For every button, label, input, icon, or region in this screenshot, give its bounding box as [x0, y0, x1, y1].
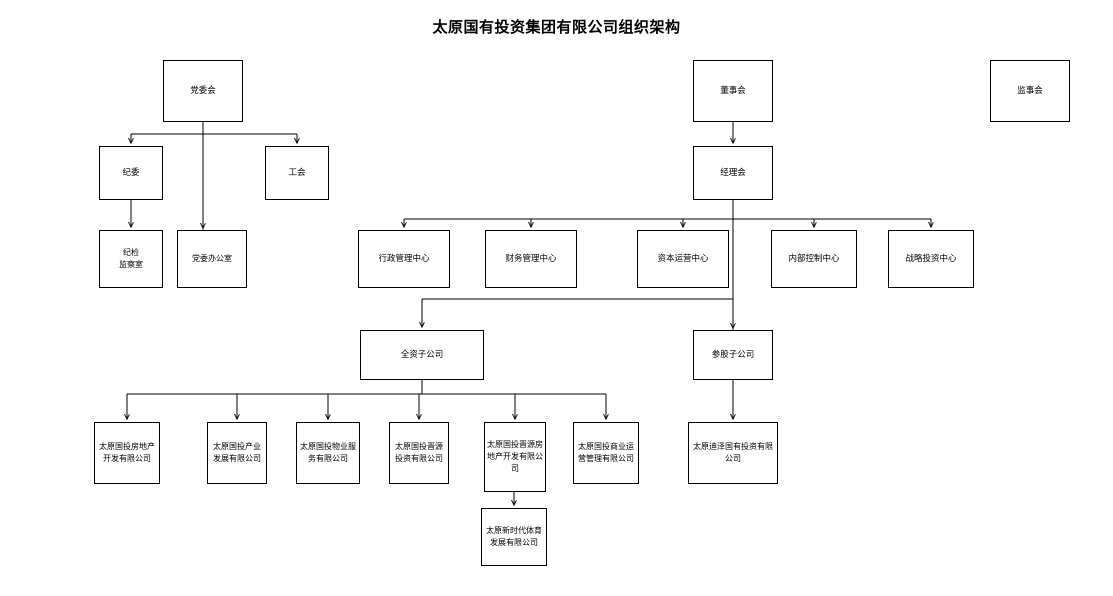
node-label: 太原国投物业服务有限公司: [300, 442, 356, 463]
node-labor-union[interactable]: 工会: [265, 146, 329, 200]
node-label: 资本运营中心: [657, 253, 709, 264]
node-party-committee[interactable]: 党委会: [163, 60, 243, 122]
node-jinyuan-real-estate[interactable]: 太原国投晋源房地产开发有限公司: [484, 422, 546, 492]
node-label: 经理会: [720, 167, 746, 178]
node-equity-participation-subsidiaries[interactable]: 参股子公司: [693, 330, 773, 380]
node-label: 太原国投晋源投资有限公司: [395, 442, 443, 463]
node-label: 纪检 监察室: [119, 248, 143, 269]
node-new-era-sports[interactable]: 太原新时代体育发展有限公司: [481, 508, 547, 566]
node-capital-operation-center[interactable]: 资本运营中心: [637, 230, 729, 288]
node-internal-control-center[interactable]: 内部控制中心: [771, 230, 857, 288]
node-real-estate-development[interactable]: 太原国投房地产开发有限公司: [94, 422, 160, 484]
node-property-services[interactable]: 太原国投物业服务有限公司: [296, 422, 360, 484]
node-finance-management-center[interactable]: 财务管理中心: [485, 230, 577, 288]
node-label: 董事会: [720, 85, 746, 96]
node-board-of-directors[interactable]: 董事会: [693, 60, 773, 122]
node-industrial-development[interactable]: 太原国投产业发展有限公司: [207, 422, 267, 484]
node-label: 参股子公司: [711, 349, 755, 360]
node-wholly-owned-subsidiaries[interactable]: 全资子公司: [360, 330, 484, 380]
node-label: 党委办公室: [192, 254, 232, 263]
page-title: 太原国有投资集团有限公司组织架构: [432, 18, 681, 36]
node-jinyuan-investment[interactable]: 太原国投晋源投资有限公司: [389, 422, 449, 484]
node-discipline-inspection-office[interactable]: 纪检 监察室: [99, 230, 163, 288]
node-label: 太原迪泽国有投资有限公司: [693, 442, 773, 463]
node-label: 战略投资中心: [905, 253, 957, 264]
node-label: 纪委: [122, 167, 140, 178]
node-label: 工会: [288, 167, 306, 178]
node-label: 太原国投商业运营管理有限公司: [578, 442, 634, 463]
node-label: 太原新时代体育发展有限公司: [486, 526, 542, 547]
node-label: 太原国投晋源房地产开发有限公司: [487, 440, 543, 473]
node-label: 财务管理中心: [505, 253, 557, 264]
node-board-of-supervisors[interactable]: 监事会: [990, 60, 1070, 122]
node-management-committee[interactable]: 经理会: [693, 146, 773, 200]
node-label: 太原国投房地产开发有限公司: [99, 442, 155, 463]
node-label: 太原国投产业发展有限公司: [213, 442, 261, 463]
node-label: 党委会: [190, 85, 216, 96]
node-commercial-operation-management[interactable]: 太原国投商业运营管理有限公司: [573, 422, 639, 484]
node-label: 行政管理中心: [378, 253, 430, 264]
node-label: 内部控制中心: [788, 253, 840, 264]
node-label: 监事会: [1017, 85, 1043, 96]
node-party-office[interactable]: 党委办公室: [177, 230, 247, 288]
node-discipline-committee[interactable]: 纪委: [99, 146, 163, 200]
node-strategic-investment-center[interactable]: 战略投资中心: [888, 230, 974, 288]
node-label: 全资子公司: [400, 349, 444, 360]
node-admin-management-center[interactable]: 行政管理中心: [358, 230, 450, 288]
node-dize-state-investment[interactable]: 太原迪泽国有投资有限公司: [688, 422, 778, 484]
